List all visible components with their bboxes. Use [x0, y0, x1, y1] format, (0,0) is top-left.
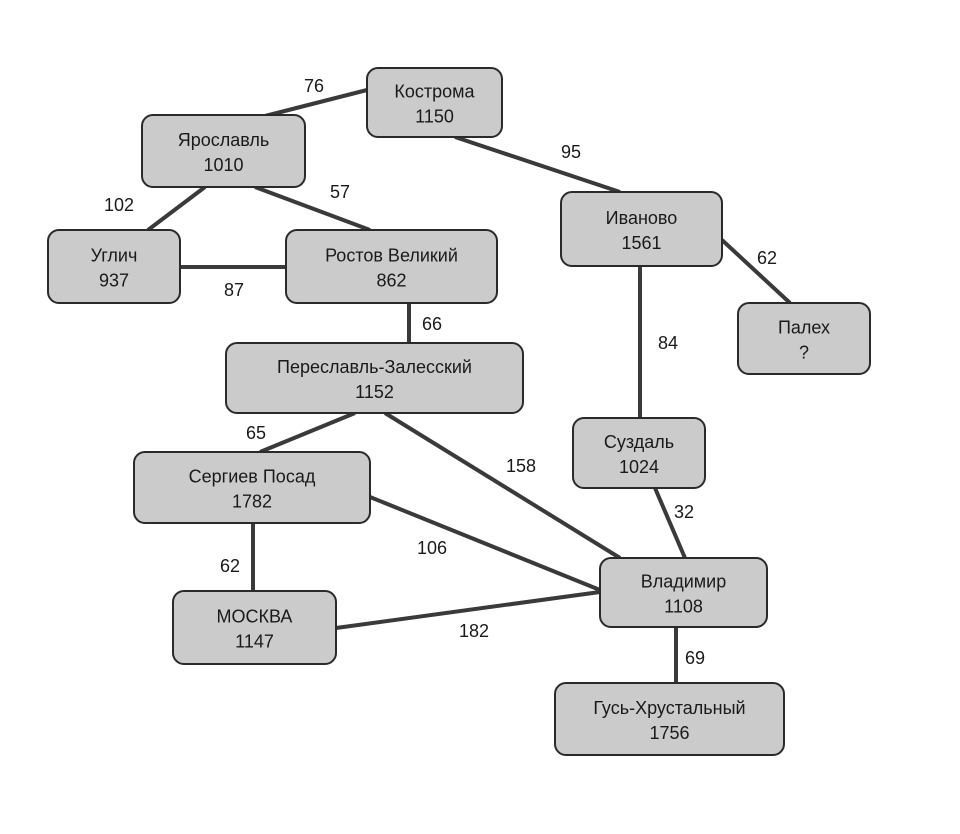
edge-line — [254, 185, 371, 232]
edge-uglich-rostov: 87 — [180, 265, 286, 300]
edge-distance-label: 57 — [330, 182, 350, 202]
edges-layer: 76 95 102 57 87 66 62 84 65 158 32 106 62 182 69 — [104, 76, 792, 683]
city-node-sergiev: Сергиев Посад 1782 — [133, 451, 371, 524]
edge-yaroslavl-uglich: 102 — [104, 185, 207, 232]
city-value: 1756 — [649, 723, 689, 743]
city-node-pereslavl: Переславль-Залесский 1152 — [225, 342, 524, 414]
city-name: Сергиев Посад — [189, 467, 316, 487]
city-name: Суздаль — [604, 432, 674, 452]
city-node-suzdal: Суздаль 1024 — [572, 417, 706, 489]
city-name: МОСКВА — [217, 607, 293, 627]
city-box — [141, 114, 306, 188]
edge-vladimir-gus: 69 — [674, 627, 705, 683]
edge-pereslavl-vladimir: 158 — [383, 411, 622, 560]
edge-distance-label: 182 — [459, 621, 489, 641]
city-value: 1010 — [203, 155, 243, 175]
edge-distance-label: 84 — [658, 333, 678, 353]
city-value: 937 — [99, 271, 129, 291]
edge-distance-label: 87 — [224, 280, 244, 300]
city-box — [172, 590, 337, 665]
city-box — [366, 67, 503, 138]
edge-ivanovo-suzdal: 84 — [638, 266, 678, 418]
city-value: 1782 — [232, 492, 272, 512]
city-node-ivanovo: Иваново 1561 — [560, 191, 723, 267]
edge-distance-label: 106 — [417, 538, 447, 558]
city-value: 1108 — [664, 597, 703, 617]
city-value: 1147 — [235, 632, 274, 652]
city-name: Ярославль — [178, 130, 270, 150]
edge-distance-label: 66 — [422, 314, 442, 334]
city-node-uglich: Углич 937 — [47, 229, 181, 304]
city-node-yaroslavl: Ярославль 1010 — [141, 114, 306, 188]
edge-distance-label: 69 — [685, 648, 705, 668]
city-box — [737, 302, 871, 375]
city-value: 1024 — [619, 457, 659, 477]
city-name: Иваново — [606, 208, 678, 228]
edge-line — [146, 185, 207, 232]
city-name: Владимир — [641, 572, 727, 592]
edge-pereslavl-sergiev: 65 — [246, 411, 356, 454]
edge-yaroslavl-kostroma: 76 — [264, 76, 368, 118]
edge-line — [335, 590, 601, 630]
city-box — [133, 451, 371, 524]
edge-distance-label: 62 — [220, 556, 240, 576]
city-node-moskva: МОСКВА 1147 — [172, 590, 337, 665]
city-name: Кострома — [394, 82, 475, 102]
edge-distance-label: 102 — [104, 195, 134, 215]
city-node-gus: Гусь-Хрустальный 1756 — [554, 682, 785, 756]
edge-line — [383, 411, 622, 560]
edge-moskva-vladimir: 182 — [335, 590, 601, 641]
edge-distance-label: 65 — [246, 423, 266, 443]
edge-yaroslavl-rostov: 57 — [254, 182, 371, 232]
city-box — [554, 682, 785, 756]
edge-kostroma-ivanovo: 95 — [454, 135, 621, 194]
edge-line — [720, 238, 792, 305]
edge-rostov-pereslavl: 66 — [407, 303, 442, 343]
edge-distance-label: 95 — [561, 142, 581, 162]
city-node-rostov: Ростов Великий 862 — [285, 229, 498, 304]
edge-distance-label: 62 — [757, 248, 777, 268]
city-value: 1561 — [621, 233, 661, 253]
city-node-kostroma: Кострома 1150 — [366, 67, 503, 138]
city-name: Гусь-Хрустальный — [593, 698, 745, 718]
city-box — [47, 229, 181, 304]
edge-suzdal-vladimir: 32 — [653, 487, 694, 559]
city-node-palekh: Палех? — [737, 302, 871, 375]
edge-line — [369, 495, 601, 592]
city-box — [572, 417, 706, 489]
city-name: Ростов Великий — [325, 246, 458, 266]
edge-distance-label: 158 — [506, 456, 536, 476]
city-value: 1152 — [355, 382, 394, 402]
edge-sergiev-vladimir: 106 — [369, 495, 601, 592]
edge-line — [653, 487, 687, 559]
edge-line — [264, 88, 368, 118]
edge-sergiev-moskva: 62 — [220, 523, 255, 591]
edge-distance-label: 32 — [674, 502, 694, 522]
city-box — [599, 557, 768, 628]
city-box — [225, 342, 524, 414]
city-box — [560, 191, 723, 267]
city-value: ? — [799, 343, 809, 363]
city-box — [285, 229, 498, 304]
city-name: Углич — [91, 246, 138, 266]
city-value: 862 — [376, 271, 406, 291]
edge-line — [259, 411, 356, 454]
edge-ivanovo-palekh: 62 — [720, 238, 792, 305]
city-node-vladimir: Владимир 1108 — [599, 557, 768, 628]
city-name: Переславль-Залесский — [277, 357, 472, 377]
edge-line — [454, 135, 621, 194]
edge-distance-label: 76 — [304, 76, 324, 96]
city-name: Палех — [778, 318, 830, 338]
city-value: 1150 — [415, 107, 454, 127]
